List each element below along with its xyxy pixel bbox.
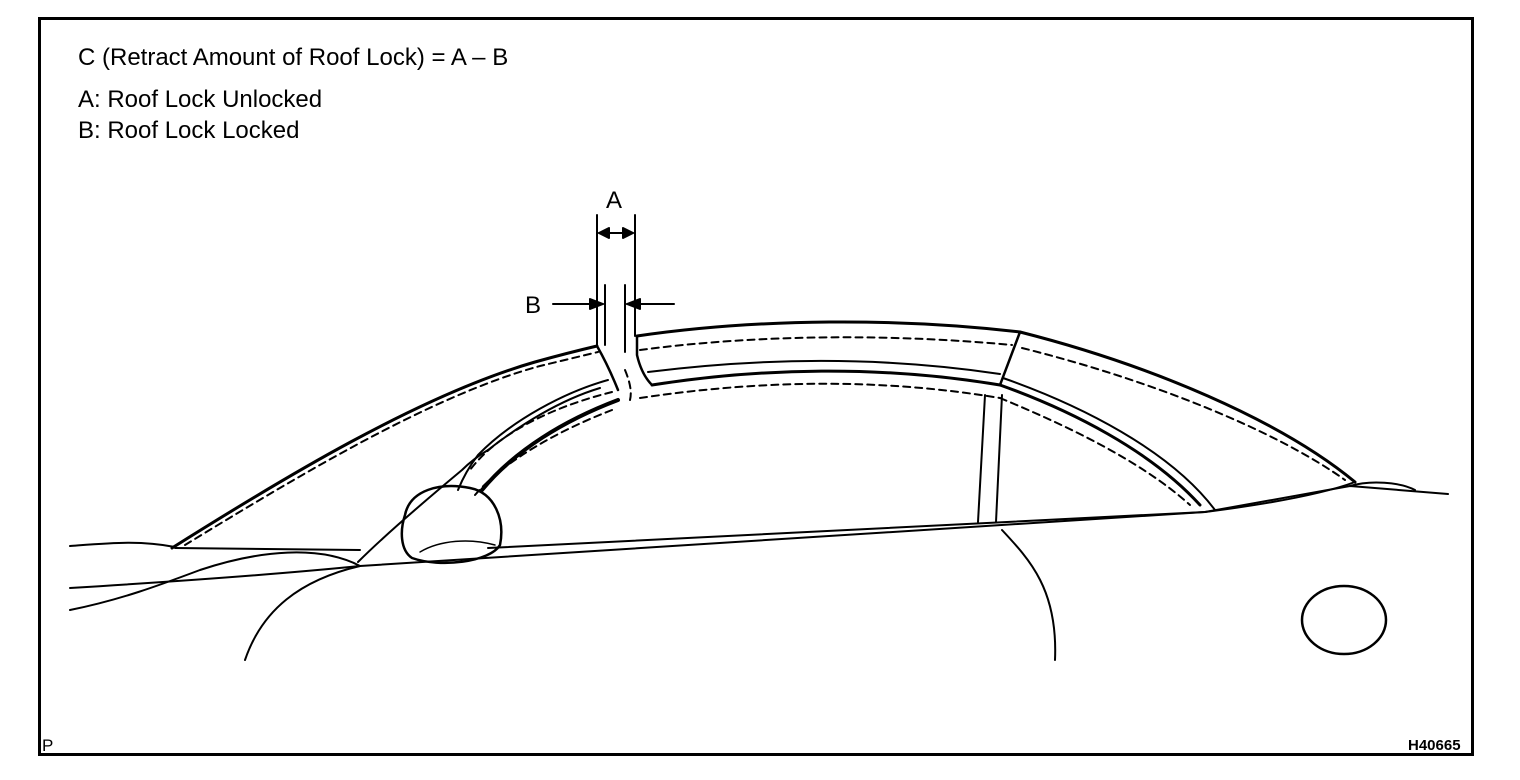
dimension-a	[596, 214, 636, 346]
diagram-frame	[38, 17, 1474, 756]
main-roof-panel	[487, 320, 1357, 549]
legend-b-definition: B: Roof Lock Locked	[78, 117, 300, 144]
dimension-b	[552, 284, 675, 353]
dimension-a-label: A	[606, 187, 622, 214]
fuel-door	[1300, 584, 1388, 656]
front-roof-section	[170, 344, 620, 563]
side-mirror	[400, 484, 503, 565]
car-body-lines	[69, 481, 1449, 661]
legend-a-definition: A: Roof Lock Unlocked	[78, 86, 323, 113]
corner-mark-left: P	[42, 736, 54, 755]
dimension-b-label: B	[525, 292, 541, 319]
figure-code: H40665	[1408, 737, 1461, 754]
legend-formula: C (Retract Amount of Roof Lock) = A – B	[78, 44, 509, 71]
